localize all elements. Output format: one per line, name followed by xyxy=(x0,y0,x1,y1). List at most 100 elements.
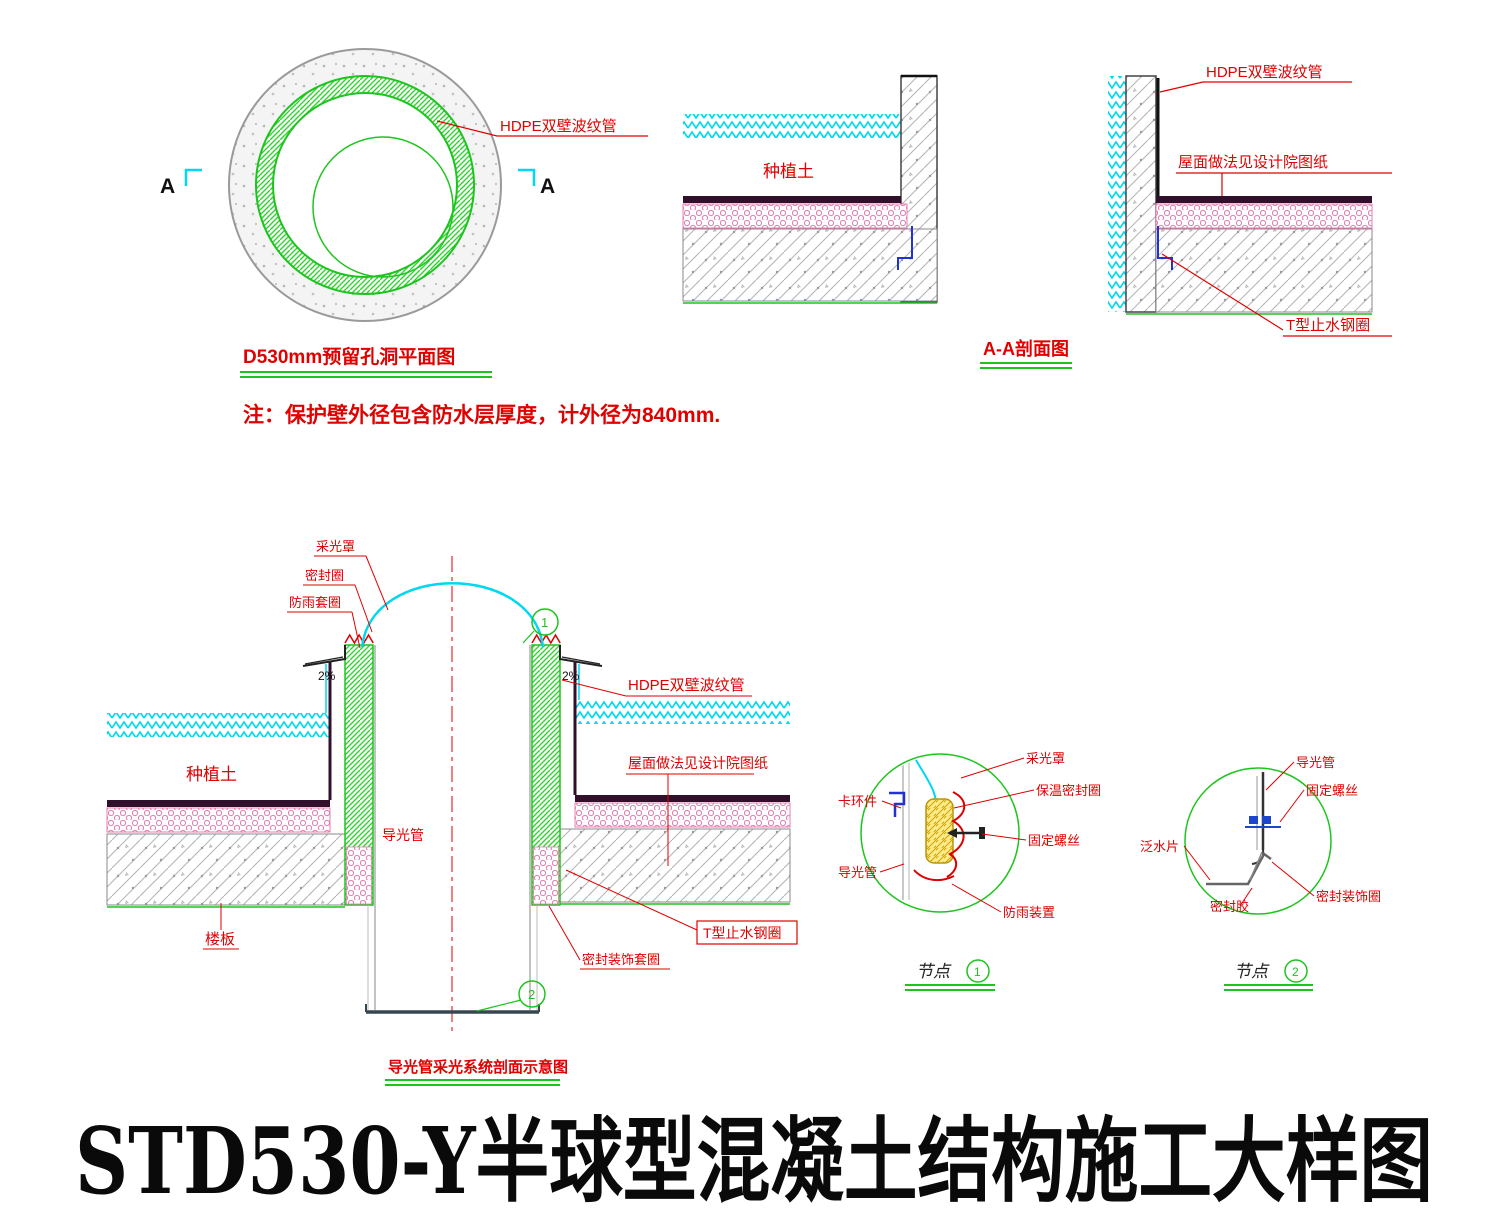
layer-structure-slab xyxy=(1155,228,1373,313)
node2-caption: 节点 xyxy=(1234,962,1270,981)
concrete-wall xyxy=(1125,75,1157,313)
slope-label-right: 2% xyxy=(562,669,580,683)
leader-line xyxy=(548,905,581,961)
leader-line xyxy=(879,863,905,873)
fastener xyxy=(1249,816,1258,824)
leader-line xyxy=(881,800,902,809)
layer-structure-slab xyxy=(106,833,346,906)
leader-line xyxy=(476,999,522,1012)
layer-planting-soil xyxy=(107,713,330,737)
callout-circle-2 xyxy=(518,980,546,1008)
node2-number-circle xyxy=(1284,959,1308,983)
layer-planting-soil xyxy=(1108,76,1126,312)
layer-insulation xyxy=(682,203,908,229)
rain-collar-label: 防雨套圈 xyxy=(289,595,341,610)
callout-1: 1 xyxy=(541,615,548,630)
callout-2: 2 xyxy=(528,987,535,1002)
light-pipe-label: 导光管 xyxy=(1296,755,1335,770)
seal-zigzag xyxy=(531,633,561,645)
flange-outline xyxy=(302,645,346,667)
slope-line xyxy=(561,656,601,665)
layer-waterproof xyxy=(1156,196,1372,203)
flashing-piece xyxy=(1206,852,1272,886)
leader-line xyxy=(1159,81,1204,93)
layer-structure-slab xyxy=(682,228,938,302)
roof-note-label: 屋面做法见设计院图纸 xyxy=(1178,153,1328,171)
leader-line xyxy=(1265,761,1295,791)
dome-cover-arc xyxy=(360,582,545,648)
main-section: 2% 2% 采光罩 密封圈 防雨套圈 种植土 导光管 HDPE双壁波纹管 屋面做… xyxy=(106,539,798,1086)
leader-line xyxy=(354,584,373,633)
seal-zigzag xyxy=(344,633,374,645)
section-right: HDPE双壁波纹管 屋面做法见设计院图纸 T型止水钢圈 xyxy=(1108,64,1392,337)
layer-insulation xyxy=(574,802,791,828)
deco-ring-label: 密封装饰圈 xyxy=(1316,889,1381,904)
layer-waterproof xyxy=(683,196,901,203)
deco-seal-right xyxy=(533,846,559,905)
node1-caption: 节点 xyxy=(916,962,952,981)
slope-label-left: 2% xyxy=(318,669,336,683)
leader-line xyxy=(522,630,535,644)
slab-label: 楼板 xyxy=(205,930,235,948)
leader-line xyxy=(953,789,1035,809)
seal-ring-label: 密封圈 xyxy=(305,568,344,583)
screw-label: 固定螺丝 xyxy=(1306,783,1358,798)
flange-outline xyxy=(559,645,603,667)
leader-line xyxy=(1279,789,1305,823)
hdpe-pipe-label: HDPE双壁波纹管 xyxy=(1206,64,1323,81)
deco-seal-left xyxy=(346,846,372,905)
screw-label: 固定螺丝 xyxy=(1028,833,1080,848)
dome-cover-label: 采光罩 xyxy=(1026,751,1065,766)
detail-bubble xyxy=(860,753,1020,913)
section-marker-a-left: A xyxy=(160,175,175,198)
leader-line xyxy=(951,883,1002,913)
node1-number-circle xyxy=(966,959,990,983)
node1-contents xyxy=(889,758,985,900)
leader-line xyxy=(1161,253,1284,331)
node-detail-1: 采光罩 保温密封圈 卡环件 固定螺丝 导光管 防雨装置 节点 1 xyxy=(838,751,1101,991)
leader-line xyxy=(960,757,1025,779)
fastener xyxy=(1262,816,1271,824)
node-detail-2: 导光管 固定螺丝 泛水片 密封装饰圈 密封胶 节点 2 xyxy=(1140,755,1381,991)
plan-pipe-inner xyxy=(272,92,458,278)
soil-label: 种植土 xyxy=(186,765,237,784)
leader-line xyxy=(365,555,389,611)
rain-device-label: 防雨装置 xyxy=(1003,905,1055,920)
leader-line xyxy=(981,833,1027,841)
node2-contents xyxy=(1206,772,1281,886)
leader-line xyxy=(1183,845,1211,881)
layer-structure-slab xyxy=(559,828,791,903)
layer-planting-soil xyxy=(575,700,790,724)
plan-pipe-label: HDPE双壁波纹管 xyxy=(500,118,617,135)
waterstop-detail xyxy=(897,226,913,270)
deco-collar-label: 密封装饰套圈 xyxy=(582,952,660,967)
leader-line xyxy=(561,679,627,697)
insulation-seal-label: 保温密封圈 xyxy=(1036,783,1101,798)
t-ring-label: T型止水钢圈 xyxy=(703,925,782,941)
plan-inner-pipe-edge xyxy=(312,136,454,278)
drawing-title: STD530-Y半球型混凝土结构施工大样图 xyxy=(75,1107,1433,1215)
flashing-label: 泛水片 xyxy=(1140,839,1179,854)
clamp-part xyxy=(889,791,906,817)
dome-cover-label: 采光罩 xyxy=(316,539,355,554)
light-pipe-label: 导光管 xyxy=(382,827,424,843)
sealant-label: 密封胶 xyxy=(1210,899,1249,914)
clamp-label: 卡环件 xyxy=(838,794,877,809)
plan-caption: D530mm预留孔洞平面图 xyxy=(243,346,455,368)
leader-line xyxy=(1271,861,1315,897)
t-ring-label: T型止水钢圈 xyxy=(1286,317,1370,334)
light-pipe-label: 导光管 xyxy=(838,865,877,880)
layer-waterproof xyxy=(107,800,330,807)
insulation-seal-block xyxy=(925,798,954,864)
leader-line xyxy=(565,869,698,931)
plan-view: HDPE双壁波纹管 A A D530mm预留孔洞平面图 注：保护壁外径包含防水层… xyxy=(160,48,720,427)
roof-note-label: 屋面做法见设计院图纸 xyxy=(628,755,768,771)
layer-waterproof xyxy=(575,795,790,802)
layer-insulation xyxy=(106,807,331,833)
section-cut-bracket xyxy=(518,168,536,186)
t-ring-label-box xyxy=(696,920,798,945)
node2-number: 2 xyxy=(1292,965,1299,979)
plan-note: 注：保护壁外径包含防水层厚度，计外径为840mm. xyxy=(243,403,720,427)
hdpe-pipe-label: HDPE双壁波纹管 xyxy=(628,677,745,694)
